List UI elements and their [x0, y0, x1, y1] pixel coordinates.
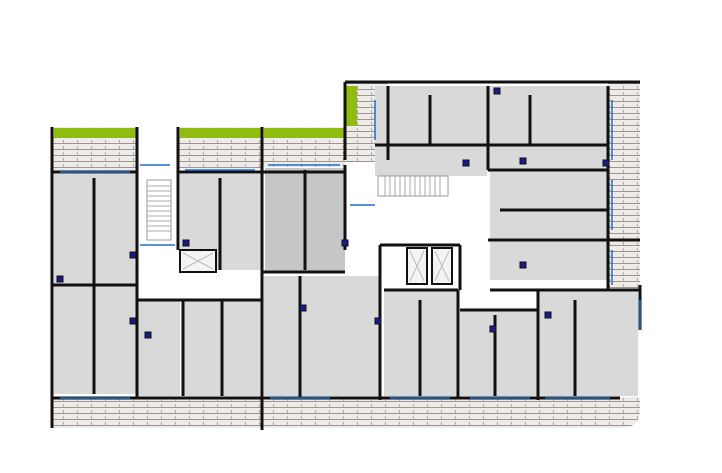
apartment-room [264, 276, 300, 396]
balcony [608, 82, 640, 292]
apartment-room [460, 310, 538, 396]
elevator-cross [182, 252, 214, 270]
greenery-strip [264, 128, 344, 138]
greenery-strips [54, 86, 357, 138]
shaft-marker [129, 317, 137, 325]
apartment-room [300, 276, 380, 396]
elevator-cross [434, 250, 450, 282]
shaft-marker [602, 159, 610, 167]
greenery-strip [54, 128, 136, 138]
shaft-marker [299, 304, 307, 312]
shaft-marker [56, 275, 64, 283]
apartment-room [375, 172, 487, 176]
shaft-marker [489, 325, 497, 333]
balcony-corner [600, 397, 640, 428]
shaft-marker [129, 251, 137, 259]
greenery-strip [346, 86, 357, 126]
windows [60, 100, 641, 399]
greenery-strip [180, 128, 262, 138]
shaft-marker [144, 331, 152, 339]
elevator-cross [409, 250, 425, 282]
apartment-room [375, 86, 608, 172]
shaft-marker [519, 157, 527, 165]
vertical-cores [146, 175, 453, 285]
shaft-marker [462, 159, 470, 167]
shaft-marker [374, 317, 382, 325]
shaft-marker [493, 87, 501, 95]
apartment-room [138, 300, 180, 396]
shaft-marker [544, 311, 552, 319]
shaft-marker [519, 261, 527, 269]
shaft-markers [56, 87, 610, 339]
balcony [52, 397, 620, 428]
stairwell-central [377, 175, 449, 197]
shaft-marker [182, 239, 190, 247]
stairwell-west [146, 179, 172, 241]
apartment-room [490, 170, 608, 280]
walls [50, 80, 642, 430]
apartment-room [538, 290, 638, 396]
shaft-marker [341, 239, 349, 247]
